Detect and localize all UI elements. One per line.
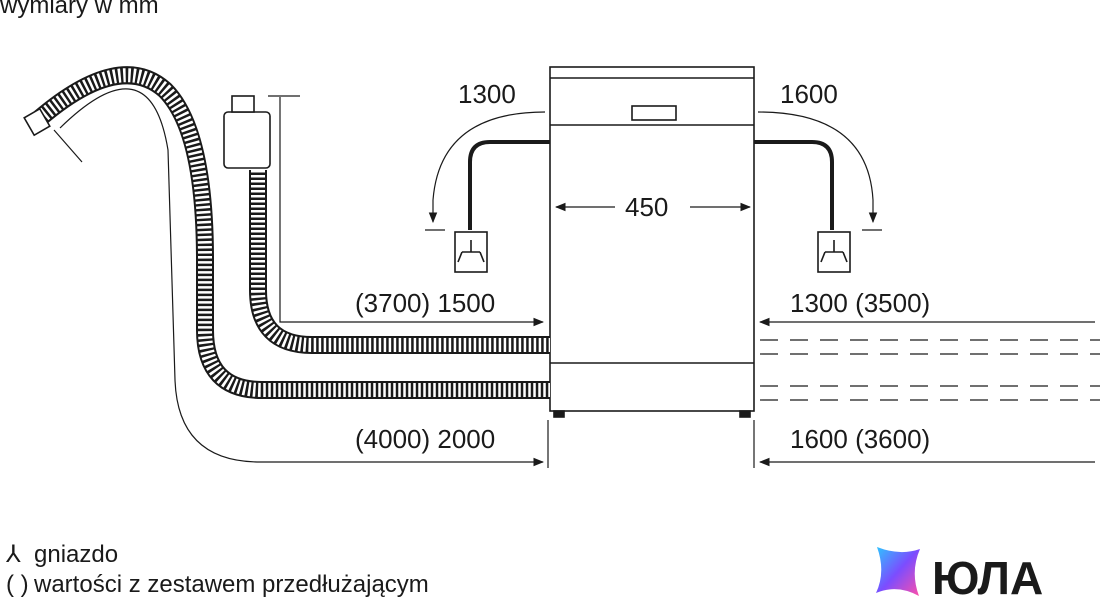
cord-length-arrows: [425, 111, 882, 231]
hose-left-top-label: 1300: [458, 79, 516, 109]
power-cords: [468, 140, 834, 230]
brand-name: ЮЛА: [932, 552, 1043, 604]
inlet-length-arrows: [268, 95, 1095, 327]
dishwasher-front: [549, 66, 755, 418]
control-panel-display: [631, 105, 677, 121]
drain-right-label: 1600 (3600): [790, 424, 930, 454]
hose-right-top-label: 1600: [780, 79, 838, 109]
socket-right: [817, 231, 851, 273]
legend-extension-label: wartości z zestawem przedłużającym: [34, 571, 429, 598]
socket-symbol-icon: ⅄: [6, 541, 21, 568]
brand-logo: ЮЛА: [876, 547, 1043, 604]
paren-symbol: ( ): [6, 571, 29, 598]
legend-socket: ⅄ gniazdo: [6, 540, 118, 570]
drain-hose: [23, 66, 550, 399]
width-label: 450: [625, 192, 668, 222]
connection-dashed-lines: [760, 339, 1100, 401]
inlet-hose: [223, 95, 550, 354]
legend-extension: ( )wartości z zestawem przedłużającym: [6, 570, 429, 600]
drain-length-arrows: [53, 88, 1095, 468]
brand-star-icon: [876, 547, 920, 596]
drain-left-label: (4000) 2000: [355, 424, 495, 454]
inlet-left-label: (3700) 1500: [355, 288, 495, 318]
legend-socket-label: gniazdo: [34, 541, 119, 568]
socket-left: [454, 231, 488, 273]
units-note: wymiary w mm: [0, 0, 159, 19]
inlet-right-label: 1300 (3500): [790, 288, 930, 318]
